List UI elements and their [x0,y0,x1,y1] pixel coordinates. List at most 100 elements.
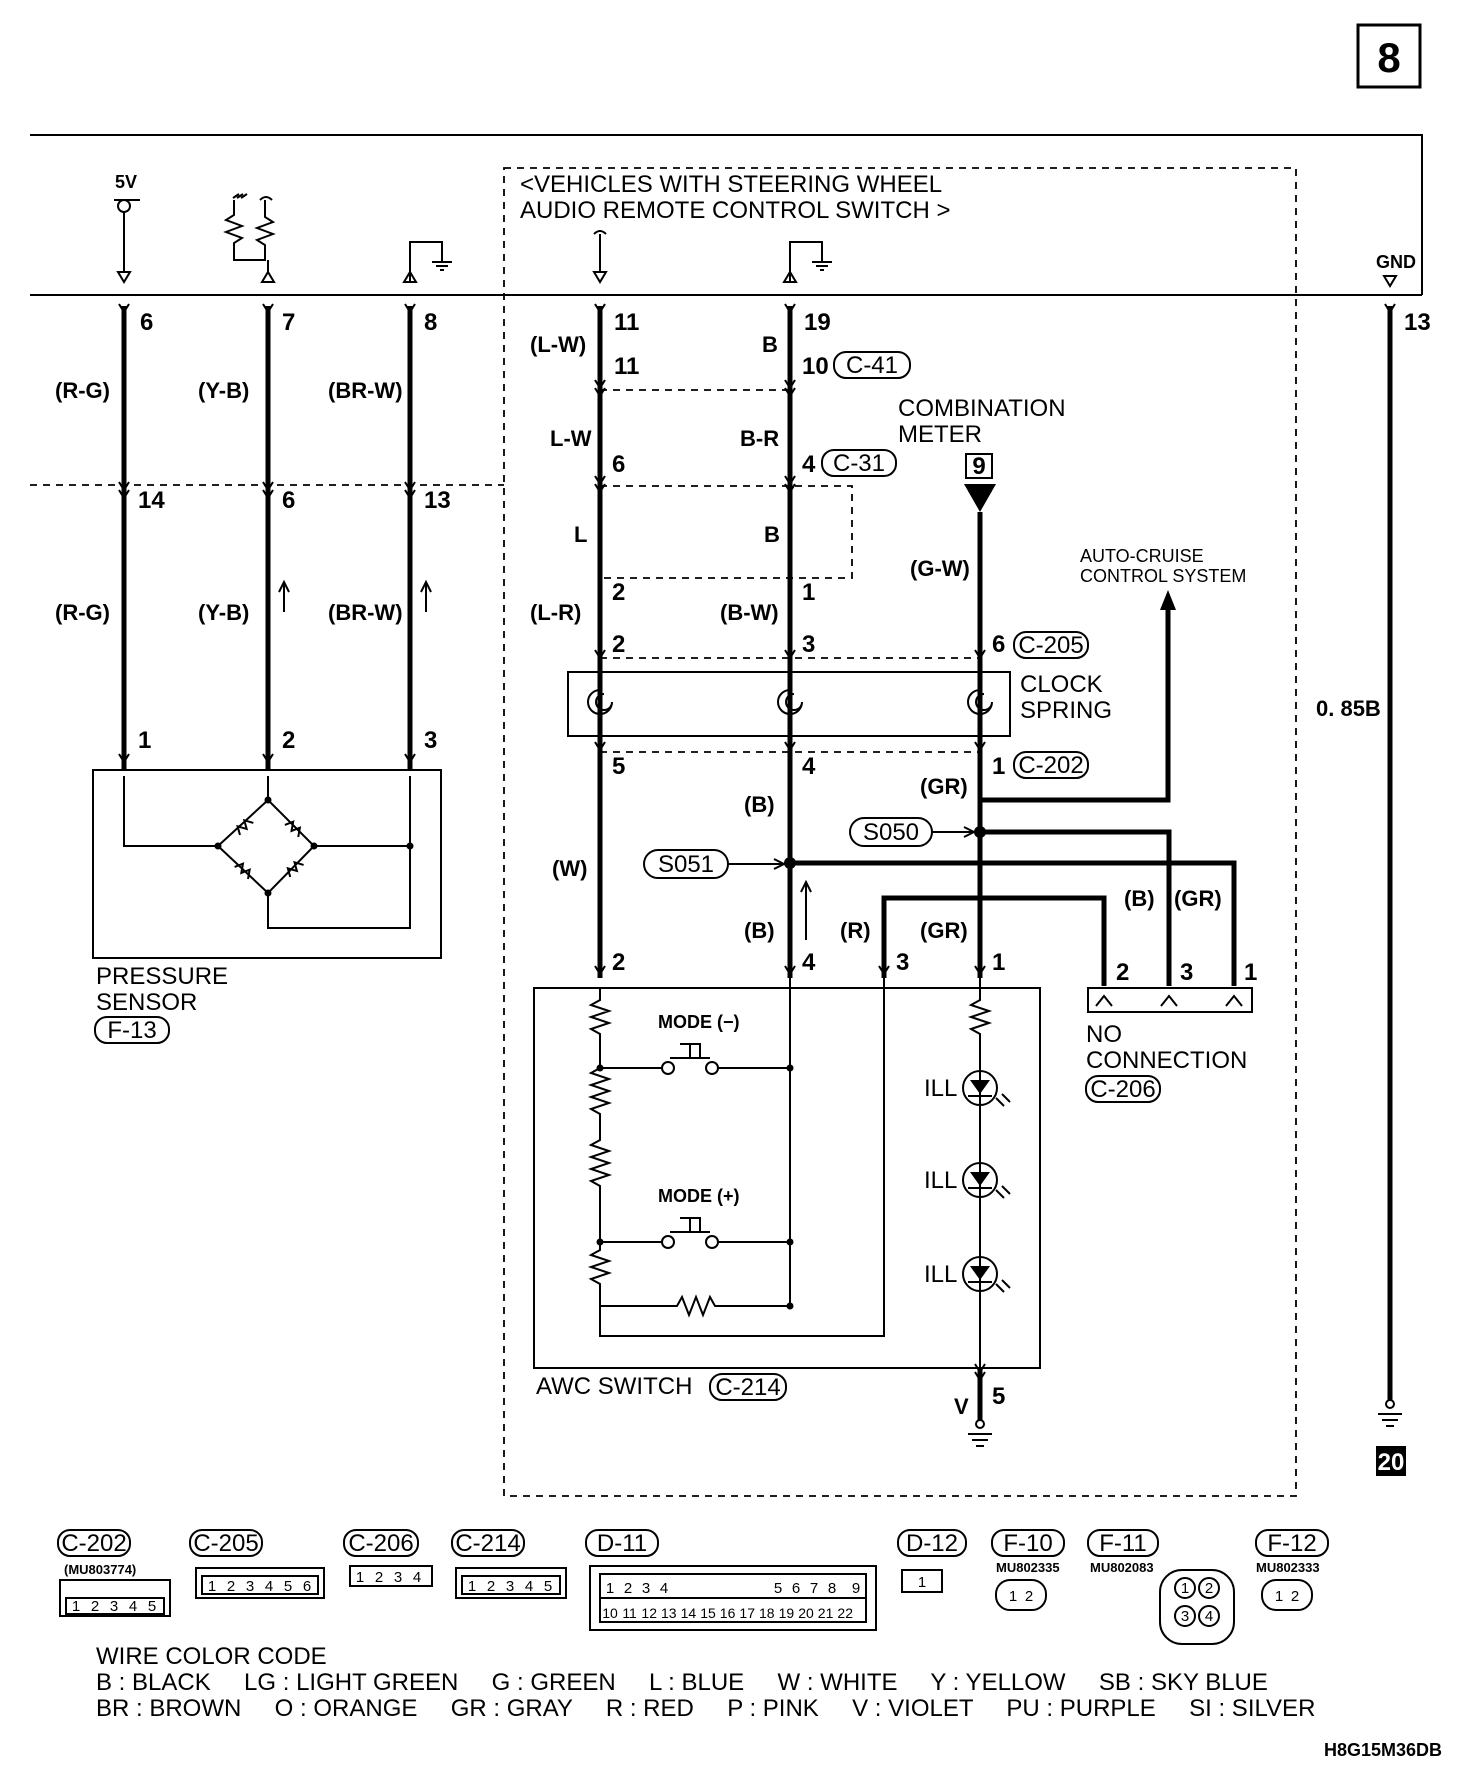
connector-pin-number: 20 [798,1605,814,1621]
wire-color-label: (BR-W) [328,378,403,403]
wire-color-label: (B) [744,918,775,943]
wire-color-label: (GR) [920,774,968,799]
mode-minus-label: MODE (−) [658,1012,740,1032]
connector-pin-number: 1 [1009,1588,1017,1605]
connector-tag [1085,1075,1161,1103]
connector-pin-number: 10 [602,1605,618,1621]
variant-note-1: <VEHICLES WITH STEERING WHEEL [520,171,942,198]
wire-color-label: (L-R) [530,600,581,625]
connector-pin-number: 4 [413,1569,421,1586]
legend-f12-part: MU802333 [1256,1560,1320,1575]
connector-pin-number: 4 [129,1598,137,1615]
gnd-terminal [1382,275,1398,288]
connector-pin-number: 1 [1181,1580,1189,1597]
connector-pin-number: 19 [779,1605,795,1621]
connector-pin-number: 4 [265,1578,273,1595]
diagram-id: H8G15M36DB [1324,1740,1442,1760]
ecu-ground-symbol-2 [782,241,832,283]
splice-arrow [728,858,787,870]
connector-tag-label: F-13 [107,1017,156,1044]
connector-pin-number: 1 [72,1598,80,1615]
ground-symbol [1378,1399,1402,1427]
connector-pin-number: 1 [208,1578,216,1595]
legend-c202: C-202 [61,1530,126,1557]
connector-pin-number: 2 [375,1569,383,1586]
connector-pin-number: 1 [918,1574,926,1591]
connector-pin-number: 16 [720,1605,736,1621]
gnd-label: GND [1376,252,1416,272]
connector-pin-number: 1 [356,1569,364,1586]
connector-pin-number: 1 [606,1580,614,1597]
wire-color-label: (Y-B) [198,378,249,403]
connector-pin-number: 2 [227,1578,235,1595]
pin-label: 6 [612,451,625,478]
connector-pin-number: 2 [91,1598,99,1615]
connector-pin-number: 13 [661,1605,677,1621]
ill-label: ILL [924,1261,957,1288]
splice-s050: S050 [863,819,919,846]
legend-f10-part: MU802335 [996,1560,1060,1575]
pin-label: 4 [802,949,816,976]
connector-pin-number: 3 [642,1580,650,1597]
connector-pin-number: 5 [284,1578,292,1595]
connector-pin-socket [1198,1577,1220,1599]
ecu-ground-symbol-1 [402,241,452,283]
connector-tag-label: C-205 [1018,632,1083,659]
ecu-input-symbol [592,230,608,284]
legend-c214: C-214 [455,1530,520,1557]
combination-meter-label-1: COMBINATION [898,395,1066,422]
wire-color-label: (B-W) [720,600,779,625]
clock-spring-label-2: SPRING [1020,697,1112,724]
pin-label: 2 [282,727,295,754]
wire-color-label: V [954,1394,969,1419]
pin-label: 2 [612,579,625,606]
connector-pin-number: 11 [622,1605,637,1621]
auto-cruise-label-2: CONTROL SYSTEM [1080,566,1246,586]
wire-color-label: (R-G) [55,378,110,403]
wire-color-label: (L-W) [530,332,586,357]
connector-pin-number: 3 [110,1598,118,1615]
connector-pin-socket [1174,1577,1196,1599]
pin-label: 4 [802,753,816,780]
connector-pin-number: 3 [1181,1608,1189,1625]
pin-label: 13 [1404,309,1431,336]
legend-f11-part: MU802083 [1090,1560,1154,1575]
connector-pin-number: 1 [1275,1588,1283,1605]
pin-label: 6 [140,309,153,336]
pin-label: 1 [138,727,151,754]
connector-tag [709,1373,787,1401]
pin-label: 11 [614,353,639,380]
wire-color-label: (GR) [1174,886,1222,911]
pressure-sensor-name-1: PRESSURE [96,963,228,990]
connector-pin-number: 6 [792,1580,800,1597]
connector-pin-number: 6 [303,1578,311,1595]
pin-label: 5 [992,1383,1005,1410]
pin-label: 2 [612,949,625,976]
legend-c205: C-205 [193,1530,258,1557]
connector-pin-number: 2 [487,1578,495,1595]
no-connection-label-1: NO [1086,1021,1122,1048]
wire-color-label: B [762,332,778,357]
mode-plus-label: MODE (+) [658,1186,740,1206]
connector-pin-number: 4 [525,1578,533,1595]
ill-led-1 [962,1070,1011,1107]
connector-pin-socket [1198,1605,1220,1627]
ecu-box-outline [30,134,1423,295]
pin-label: 10 [802,353,829,380]
variant-note-2: AUDIO REMOTE CONTROL SWITCH > [520,197,950,224]
wire-color-label: (R) [840,918,871,943]
connector-pin-number: 4 [1205,1608,1213,1625]
wire-color-code-title: WIRE COLOR CODE [96,1643,327,1670]
pin-label: 4 [802,451,816,478]
pin-label: 1 [1244,959,1257,986]
wire-color-label: (B) [744,792,775,817]
connector-tag-label: C-31 [833,450,885,477]
ground-symbol [968,1419,992,1447]
wire-color-code-line2: BR : BROWN O : ORANGE GR : GRAY R : RED … [96,1695,1315,1722]
awc-switch-label: AWC SWITCH [536,1373,692,1400]
pin-label: 6 [282,487,295,514]
legend-c202-part: (MU803774) [64,1562,136,1577]
pin-label: 3 [802,631,815,658]
wire-color-code-line1: B : BLACK LG : LIGHT GREEN G : GREEN L :… [96,1669,1268,1696]
